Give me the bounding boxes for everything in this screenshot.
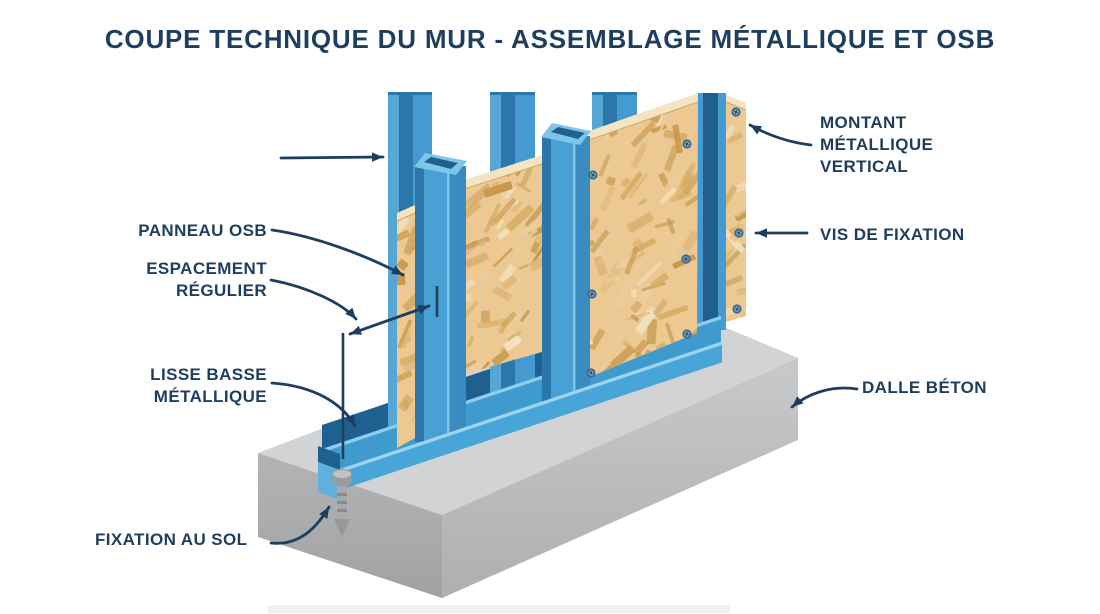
label-panneau-osb: PANNEAU OSB xyxy=(138,221,267,240)
fixing-screw xyxy=(681,254,691,264)
anchor-head xyxy=(332,469,352,479)
slab-front-right-face xyxy=(442,358,798,598)
osb-panel-middle xyxy=(460,155,543,375)
arrowhead xyxy=(792,396,804,407)
fixing-screw xyxy=(734,228,744,238)
arrowhead xyxy=(750,125,762,135)
leader-arrow-fixation-sol xyxy=(269,505,331,545)
arrowhead xyxy=(319,507,329,519)
label-line: RÉGULIER xyxy=(175,281,267,300)
label-line: MÉTALLIQUE xyxy=(820,135,934,154)
leader-arrow-montant xyxy=(748,123,813,147)
stud-c-profile-inner xyxy=(424,157,458,169)
fixing-screw xyxy=(588,170,598,180)
arrowhead xyxy=(756,228,767,238)
metal-stud-front-1 xyxy=(414,153,467,442)
anchor-bolt xyxy=(332,469,352,537)
label-vis-de-fixation: VIS DE FIXATION xyxy=(820,225,965,244)
leader-arrow-panneau-osb xyxy=(270,228,405,277)
label-line: MÉTALLIQUE xyxy=(153,387,267,406)
slab-ground-shadow xyxy=(268,605,730,613)
arrowhead xyxy=(371,152,383,162)
diagram-title: COUPE TECHNIQUE DU MUR - ASSEMBLAGE MÉTA… xyxy=(104,24,996,54)
osb-strip-right-edge xyxy=(725,95,747,322)
stud-top-cut xyxy=(388,92,432,95)
measure-arrow-espacement xyxy=(348,304,431,336)
bottom-track-lip xyxy=(325,341,722,495)
label-fixation-au-sol: FIXATION AU SOL xyxy=(95,530,248,549)
osb-top-edge xyxy=(572,93,698,146)
arrowhead xyxy=(391,265,403,275)
arrowhead xyxy=(345,307,356,319)
osb-top-edge xyxy=(461,155,542,190)
metal-stud-front-2 xyxy=(541,123,591,405)
stud-c-profile-inner xyxy=(551,127,585,139)
label-line: VERTICAL xyxy=(820,157,909,176)
fixing-screw xyxy=(586,368,596,378)
fixing-screw xyxy=(682,139,692,149)
label-dalle-beton: DALLE BÉTON xyxy=(862,378,987,397)
anchor-rib xyxy=(337,493,347,496)
stud-top-cut xyxy=(490,92,535,95)
fixing-screw xyxy=(732,304,742,314)
osb-top-edge xyxy=(397,205,415,221)
label-lisse-basse-metallique: LISSE BASSE MÉTALLIQUE xyxy=(150,364,267,408)
bottom-track-lip-highlight xyxy=(325,341,722,478)
label-line: MONTANT xyxy=(820,113,907,132)
slab-front-left-face xyxy=(258,453,442,598)
label-espacement-regulier: ESPACEMENT RÉGULIER xyxy=(146,258,267,302)
stud-edge-highlight xyxy=(573,136,576,405)
label-line: LISSE BASSE xyxy=(150,365,267,384)
label-line: ESPACEMENT xyxy=(146,259,267,278)
leader-arrow-lisse-basse xyxy=(270,381,357,428)
fixing-screw xyxy=(731,107,741,117)
leader-arrow-left-stud xyxy=(279,152,385,162)
label-montant-metallique-vertical: MONTANT MÉTALLIQUE VERTICAL xyxy=(820,112,933,178)
leader-arrow-dalle-beton xyxy=(790,386,859,409)
arrowhead xyxy=(417,305,429,315)
osb-strip-left xyxy=(396,205,416,448)
anchor-rib xyxy=(337,509,347,512)
arrowhead xyxy=(350,325,362,335)
anchor-arrow-tip xyxy=(334,519,350,537)
metal-stud-end-channel xyxy=(697,93,726,330)
stud-top-cut xyxy=(592,92,637,95)
leader-arrow-vis-fixation xyxy=(754,228,809,238)
osb-top-edge xyxy=(726,95,746,110)
arrowhead xyxy=(345,414,355,426)
stud-edge-highlight xyxy=(447,166,450,442)
leader-arrow-espacement xyxy=(269,278,358,321)
anchor-rib xyxy=(337,501,347,504)
fixing-screw xyxy=(682,329,692,339)
fixing-screw xyxy=(587,289,597,299)
